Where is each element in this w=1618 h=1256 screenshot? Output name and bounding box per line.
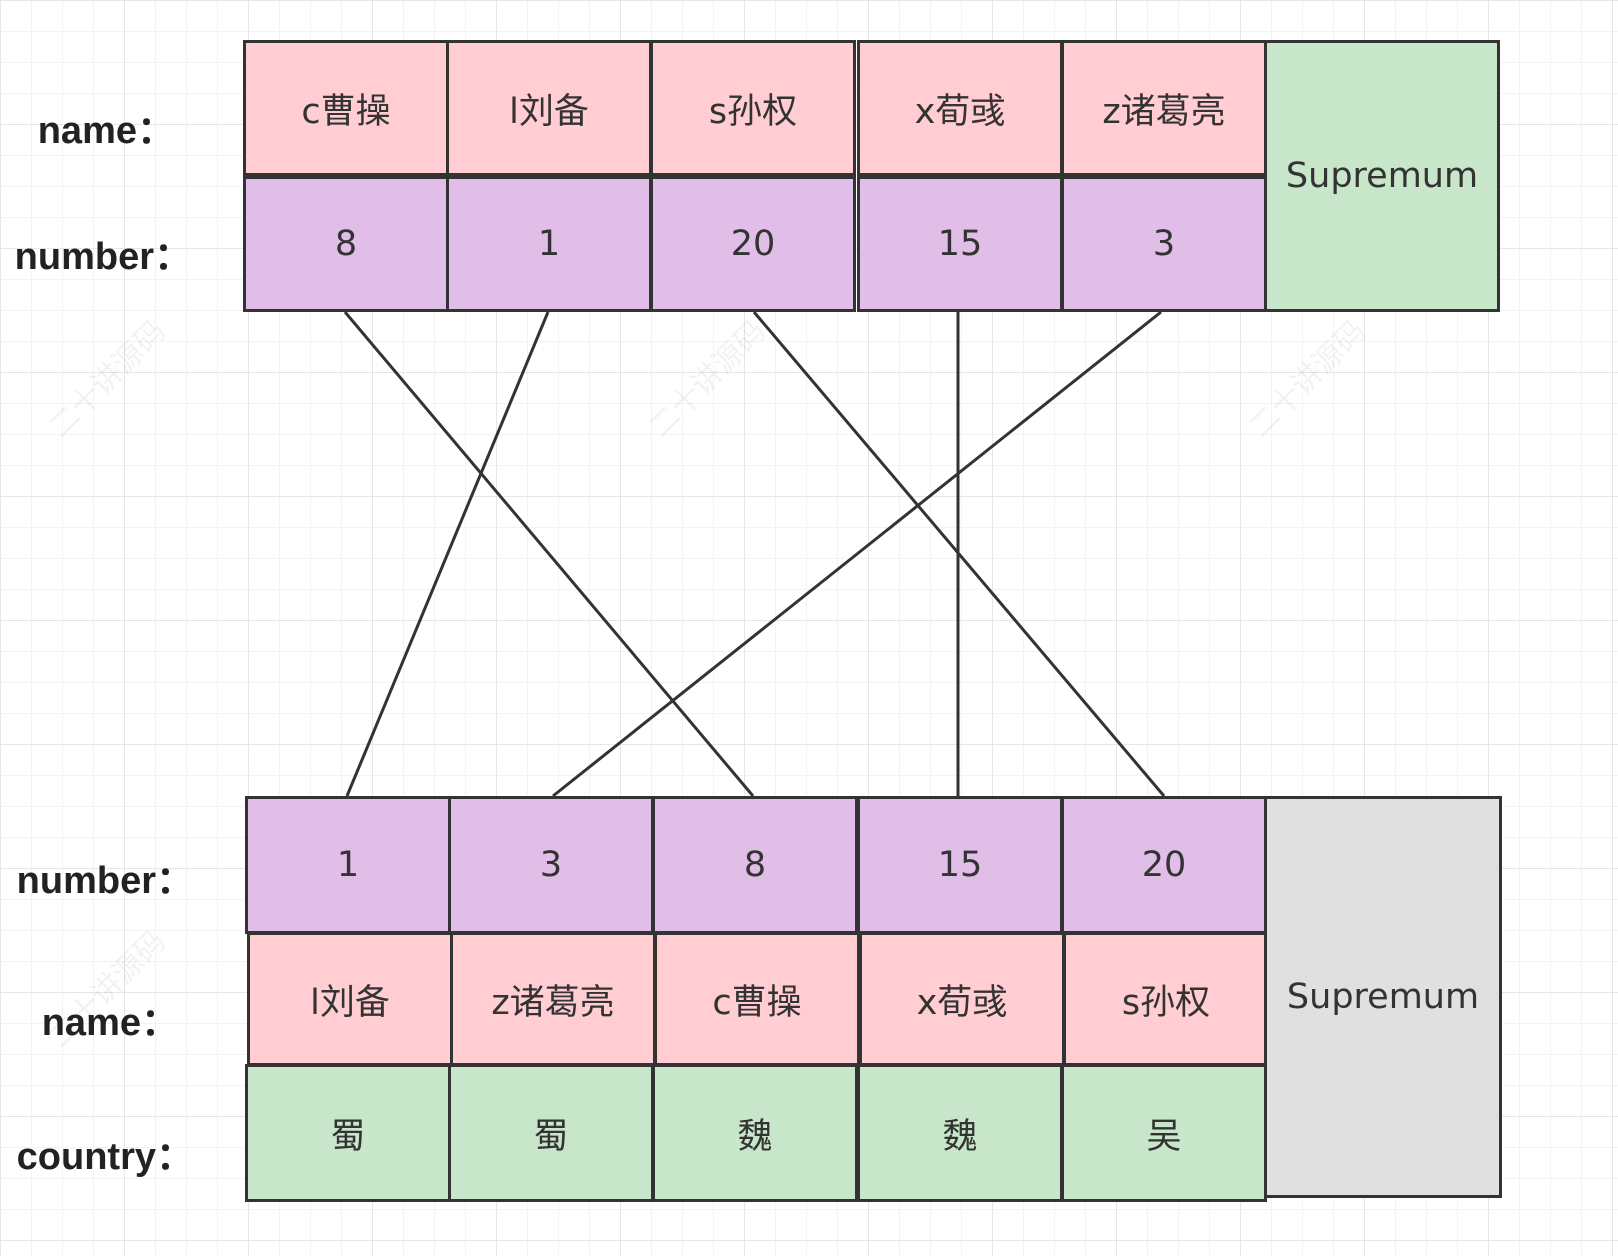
bottom-country-cell: 魏 [857, 1064, 1063, 1202]
top-number-label: number： [14, 236, 192, 278]
link-line [343, 311, 755, 797]
bottom-name-cell: c曹操 [654, 932, 860, 1066]
top-number-cell: 3 [1061, 176, 1267, 312]
bottom-country-label: country： [16, 1136, 194, 1178]
bottom-number-cell: 1 [245, 796, 451, 934]
bottom-name-cell: x荀彧 [859, 932, 1065, 1066]
bottom-name-cell: s孙权 [1063, 932, 1269, 1066]
bottom-country-cell: 魏 [652, 1064, 858, 1202]
bottom-number-label: number： [16, 860, 194, 902]
bottom-number-cell: 20 [1061, 796, 1267, 934]
bottom-number-cell: 3 [448, 796, 654, 934]
top-name-cell: s孙权 [650, 40, 856, 176]
bottom-country-cell: 蜀 [448, 1064, 654, 1202]
bottom-name-label: name： [41, 1002, 179, 1044]
top-name-label: name： [37, 110, 175, 152]
top-name-cell: l刘备 [446, 40, 652, 176]
bottom-country-cell: 蜀 [245, 1064, 451, 1202]
bottom-country-cell: 吴 [1061, 1064, 1267, 1202]
bottom-number-cell: 15 [857, 796, 1063, 934]
link-line [345, 311, 550, 797]
bottom-name-cell: l刘备 [247, 932, 453, 1066]
top-number-cell: 15 [857, 176, 1063, 312]
link-line [552, 310, 1162, 798]
top-number-cell: 20 [650, 176, 856, 312]
top-name-cell: x荀彧 [857, 40, 1063, 176]
bottom-number-cell: 8 [652, 796, 858, 934]
top-name-cell: z诸葛亮 [1061, 40, 1267, 176]
bottom-name-cell: z诸葛亮 [450, 932, 656, 1066]
bottom-supremum: Supremum [1264, 796, 1502, 1198]
top-number-cell: 1 [446, 176, 652, 312]
top-name-cell: c曹操 [243, 40, 449, 176]
top-number-cell: 8 [243, 176, 449, 312]
top-supremum: Supremum [1264, 40, 1500, 312]
